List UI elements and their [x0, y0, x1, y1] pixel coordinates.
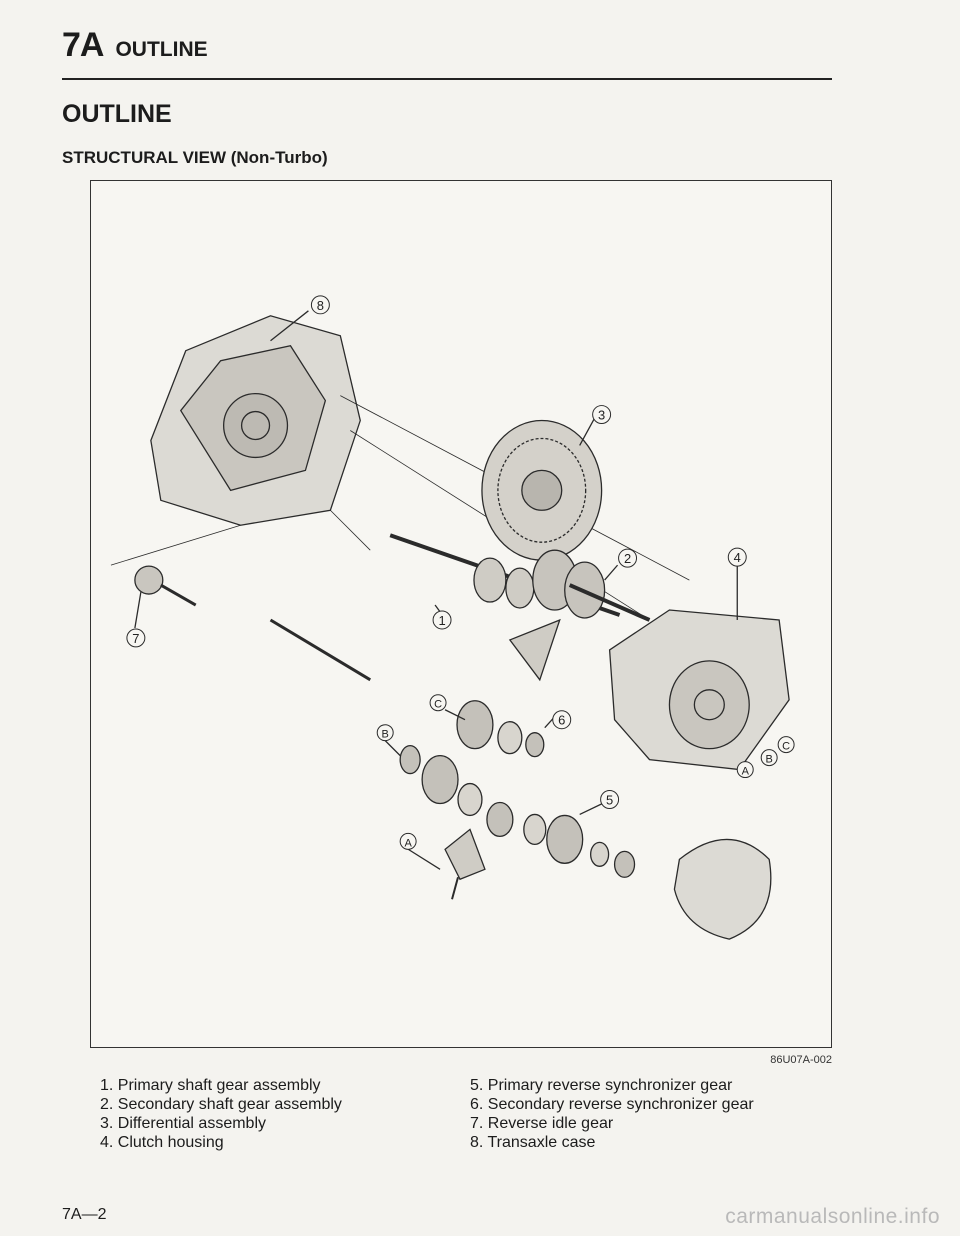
- site-watermark: carmanualsonline.info: [725, 1205, 940, 1228]
- legend-item: 8. Transaxle case: [470, 1134, 596, 1151]
- callout-c-left: C: [434, 699, 442, 711]
- callout-8: 8: [317, 298, 324, 313]
- page-title: OUTLINE: [62, 100, 172, 128]
- section-name: OUTLINE: [115, 38, 208, 61]
- page-number: 7A—2: [62, 1206, 107, 1223]
- callout-6: 6: [558, 713, 565, 728]
- parts-legend-right: 5. Primary reverse synchronizer gear 6. …: [470, 1076, 754, 1152]
- callout-3: 3: [598, 408, 605, 423]
- legend-item: 6. Secondary reverse synchronizer gear: [470, 1096, 754, 1113]
- legend-item: 4. Clutch housing: [100, 1134, 224, 1151]
- exploded-view-illustration: 8 3 2 4 1 7 6 5 C B A C B A: [110, 295, 795, 940]
- callout-b-left: B: [382, 729, 389, 741]
- callout-7: 7: [132, 631, 139, 646]
- callout-a-left: A: [404, 837, 412, 849]
- callout-c-right: C: [782, 741, 790, 753]
- parts-legend-left: 1. Primary shaft gear assembly 2. Second…: [100, 1076, 342, 1152]
- callout-2: 2: [624, 551, 631, 566]
- legend-item: 1. Primary shaft gear assembly: [100, 1077, 321, 1094]
- callout-4: 4: [734, 550, 741, 565]
- header-divider: [62, 78, 832, 80]
- structural-view-figure: 8 3 2 4 1 7 6 5 C B A C B A: [90, 180, 832, 1048]
- legend-item: 3. Differential assembly: [100, 1115, 266, 1132]
- callout-5: 5: [606, 792, 613, 807]
- callout-b-right: B: [766, 754, 773, 766]
- page-header: 7A OUTLINE: [62, 26, 208, 65]
- secondary-reverse-sync-gear-drawing: [456, 700, 494, 750]
- section-code: 7A: [62, 26, 104, 64]
- legend-item: 5. Primary reverse synchronizer gear: [470, 1077, 733, 1094]
- callout-1: 1: [438, 613, 445, 628]
- structural-view-subtitle: STRUCTURAL VIEW (Non-Turbo): [62, 148, 328, 167]
- figure-id: 86U07A-002: [770, 1054, 832, 1066]
- callout-a-right: A: [742, 766, 750, 778]
- reverse-idle-gear-drawing: [134, 565, 164, 595]
- legend-item: 7. Reverse idle gear: [470, 1115, 614, 1132]
- primary-reverse-sync-gear-drawing: [546, 814, 584, 864]
- legend-item: 2. Secondary shaft gear assembly: [100, 1096, 342, 1113]
